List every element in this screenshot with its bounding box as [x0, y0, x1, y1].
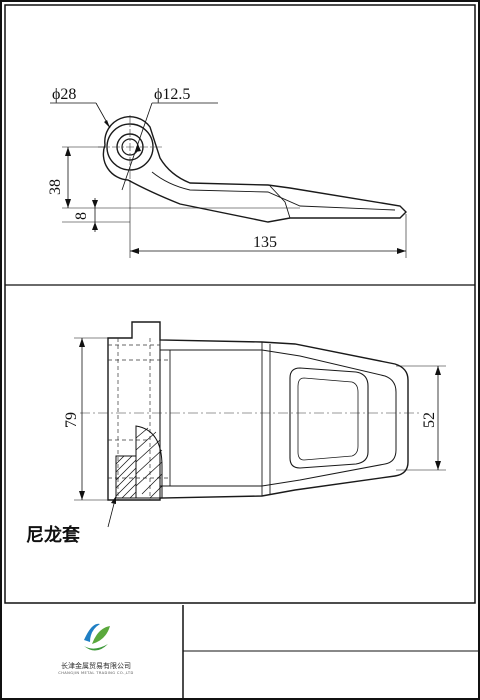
bushing-leader-arrow — [111, 496, 116, 504]
dim8-arrow-bottom — [92, 222, 98, 230]
dia12-arrowhead — [135, 144, 141, 152]
dim-dia12: ϕ12.5 — [154, 86, 190, 103]
dim-52: 52 — [421, 412, 438, 428]
top-view-window-inner — [297, 377, 359, 461]
side-view-blade-line — [269, 185, 291, 219]
dim79-arrow-bottom — [79, 491, 85, 500]
top-view-body-outline — [107, 321, 409, 501]
company-logo — [84, 623, 110, 651]
hub-section-hatch-area — [135, 425, 163, 499]
dim52-arrow-bottom — [435, 461, 441, 470]
bushing-label: 尼龙套 — [26, 524, 80, 545]
dim135-arrow-left — [130, 248, 139, 254]
hub-hatch — [135, 427, 163, 499]
hub-outer-circle — [106, 123, 154, 171]
bushing-hatch — [115, 455, 137, 499]
dim-135: 135 — [253, 234, 277, 251]
dim135-arrow-right — [397, 248, 406, 254]
company-name-en: CHANGJIN METAL TRADING CO.,LTD — [58, 671, 133, 675]
logo-blue-swoosh — [84, 623, 100, 642]
logo-green-leaf-2 — [84, 644, 108, 651]
side-view-inner-line — [151, 171, 396, 211]
top-view-recess-outline — [160, 349, 397, 487]
dim-79: 79 — [63, 412, 80, 428]
dim52-arrow-top — [435, 366, 441, 375]
dim38-arrow-bottom — [65, 199, 71, 208]
top-view-window-outer — [289, 367, 369, 469]
dim-dia28: ϕ28 — [52, 86, 76, 103]
dim79-arrow-top — [79, 338, 85, 347]
side-view-body-outline — [102, 116, 407, 223]
dim-38: 38 — [47, 179, 64, 195]
dim38-arrow-top — [65, 147, 71, 156]
drawing-frame — [4, 4, 476, 604]
logo-green-leaf — [92, 626, 110, 644]
side-view: ϕ28 ϕ12.5 38 8 135 — [47, 86, 407, 258]
dim-8: 8 — [73, 212, 90, 220]
dia28-arrowhead — [104, 120, 110, 128]
dia12-leader — [121, 102, 153, 191]
top-view: 79 52 尼龙套 — [26, 321, 446, 545]
title-block: 长津金属贸易有限公司 CHANGJIN METAL TRADING CO.,LT… — [58, 605, 479, 699]
company-name: 长津金属贸易有限公司 — [61, 661, 131, 670]
dim8-arrow-top — [92, 200, 98, 208]
